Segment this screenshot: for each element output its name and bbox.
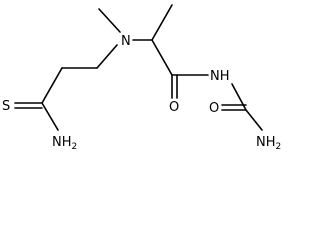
bond-ch-methyl <box>151 4 173 41</box>
atom-urea-nh2-subscript: 2 <box>276 142 282 152</box>
bond-nh-urea <box>231 83 247 111</box>
atom-thioamide-nh2-subscript: 2 <box>72 142 78 152</box>
bond-c-nh2 <box>41 102 59 131</box>
bond-layer <box>14 4 263 131</box>
atom-carbonyl-oxygen-1: O <box>169 100 179 115</box>
molecule-structure: S NH2 N O NH O NH2 <box>2 4 281 152</box>
atom-label-layer: S NH2 N O NH O NH2 <box>2 34 281 152</box>
bond-n-methyl <box>98 8 121 33</box>
bond-ch2-cthioamide <box>41 67 63 104</box>
bond-ch-carbonyl <box>151 39 173 76</box>
atom-thioamide-nh2-main: NH <box>52 135 72 150</box>
atom-imide-nh: NH <box>210 69 230 84</box>
bond-n-ch2 <box>96 44 118 69</box>
atom-amine-nitrogen: N <box>121 34 131 49</box>
atom-thione-sulfur: S <box>2 99 10 114</box>
atom-urea-nh2-main: NH <box>256 135 276 150</box>
atom-carbonyl-oxygen-2: O <box>209 101 219 116</box>
atom-urea-nh2: NH2 <box>256 135 281 152</box>
bond-urea-nh2 <box>245 109 263 131</box>
atom-thioamide-nh2: NH2 <box>52 135 77 152</box>
